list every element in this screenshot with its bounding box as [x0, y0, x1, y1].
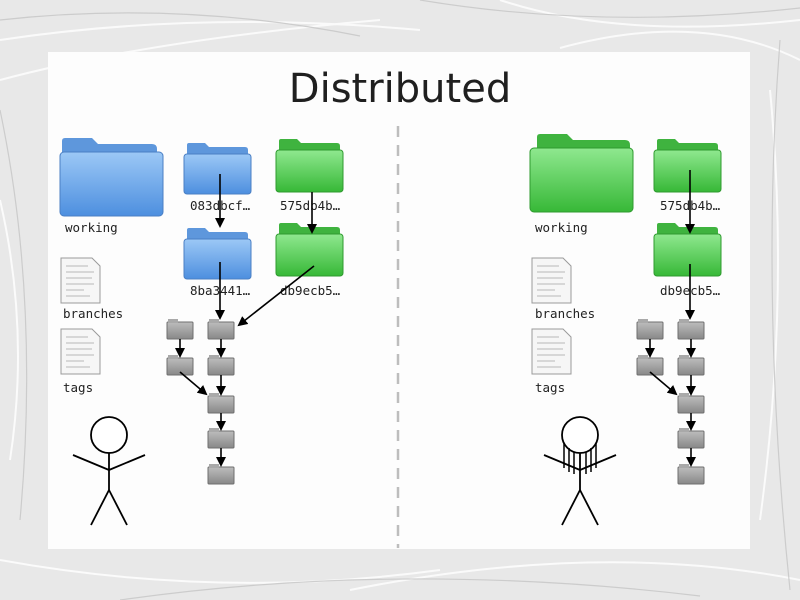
- right-repository: working 575db4b… db9ecb5… branches: [529, 134, 722, 526]
- green-commit-folder-icon: [653, 223, 722, 277]
- history-folder-icons: [166, 321, 235, 485]
- branches-label: branches: [535, 306, 595, 321]
- history-folder-icon: [677, 395, 705, 414]
- history-folder-icon: [207, 430, 235, 449]
- blue-commit-folder-icon: [183, 228, 252, 280]
- working-folder-icon: [59, 138, 164, 217]
- history-folder-icon: [207, 466, 235, 485]
- working-folder-icon: [529, 134, 634, 213]
- history-folder-icon: [677, 321, 705, 340]
- green-commit-folder-icon: [275, 139, 344, 193]
- branches-document-icon: [531, 257, 572, 304]
- tags-document-icon: [531, 328, 572, 375]
- history-folder-icons: [636, 321, 705, 485]
- person-stick-figure-icon: [72, 416, 146, 526]
- history-folder-icon: [636, 321, 664, 340]
- green-commit-folder-icon: [653, 139, 722, 193]
- history-folder-icon: [207, 395, 235, 414]
- commit-arrows: [645, 170, 696, 467]
- history-folder-icon: [207, 321, 235, 340]
- slide-title: Distributed: [288, 66, 512, 112]
- tags-document-icon: [60, 328, 101, 375]
- commit-arrows: [175, 174, 317, 467]
- working-label: working: [535, 220, 588, 235]
- branches-document-icon: [60, 257, 101, 304]
- green-commit-folder-icon: [275, 223, 344, 277]
- history-folder-icon: [677, 430, 705, 449]
- history-folder-icon: [207, 357, 235, 376]
- left-repository: working 083dbcf… 8ba3441… 575db4b…: [59, 138, 344, 526]
- branches-label: branches: [63, 306, 123, 321]
- working-label: working: [65, 220, 118, 235]
- history-folder-icon: [677, 466, 705, 485]
- commit-label-575db4b: 575db4b…: [280, 198, 341, 213]
- tags-label: tags: [63, 380, 93, 395]
- history-folder-icon: [677, 357, 705, 376]
- blue-commit-folder-icon: [183, 143, 252, 195]
- tags-label: tags: [535, 380, 565, 395]
- history-folder-icon: [166, 321, 194, 340]
- commit-label-db9ecb5: db9ecb5…: [280, 283, 341, 298]
- history-folder-icon: [636, 357, 664, 376]
- history-folder-icon: [166, 357, 194, 376]
- person-stick-figure-icon: [543, 416, 617, 526]
